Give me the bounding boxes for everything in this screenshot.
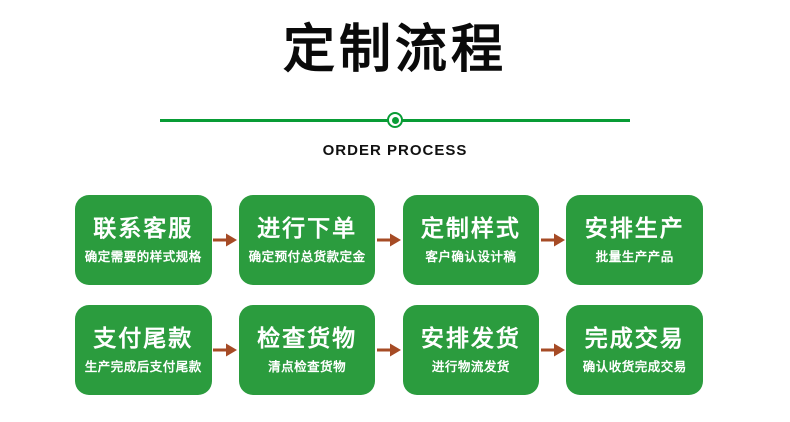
- arrow-right-icon: [375, 341, 402, 359]
- arrow-right-icon: [212, 341, 239, 359]
- step-card-arrange-production: 安排生产 批量生产产品: [566, 195, 703, 285]
- step-title: 检查货物: [257, 325, 358, 351]
- step-title: 定制样式: [420, 215, 521, 241]
- page-title: 定制流程: [282, 21, 507, 79]
- step-title: 完成交易: [584, 325, 685, 351]
- step-card-custom-style: 定制样式 客户确认设计稿: [402, 195, 540, 285]
- process-row-1: 联系客服 确定需要的样式规格 进行下单 确定预付总货款定金 定制样式 客户确认设…: [75, 195, 703, 285]
- step-subtitle: 确定需要的样式规格: [84, 250, 202, 264]
- page-subtitle: ORDER PROCESS: [322, 142, 468, 159]
- step-subtitle: 进行物流发货: [431, 360, 510, 374]
- step-subtitle: 客户确认设计稿: [425, 250, 517, 264]
- circle-dot-inner: [391, 116, 399, 124]
- circle-dot-icon: [387, 112, 403, 128]
- step-title: 安排发货: [420, 325, 521, 351]
- process-flow: 联系客服 确定需要的样式规格 进行下单 确定预付总货款定金 定制样式 客户确认设…: [75, 195, 703, 395]
- step-card-pay-balance: 支付尾款 生产完成后支付尾款: [75, 305, 212, 395]
- step-card-arrange-shipping: 安排发货 进行物流发货: [402, 305, 540, 395]
- title-divider: [160, 112, 630, 129]
- step-card-complete-transaction: 完成交易 确认收货完成交易: [566, 305, 703, 395]
- step-subtitle: 清点检查货物: [268, 360, 347, 374]
- step-subtitle: 生产完成后支付尾款: [84, 360, 202, 374]
- step-subtitle: 批量生产产品: [595, 250, 674, 264]
- step-title: 联系客服: [93, 215, 194, 241]
- arrow-right-icon: [375, 231, 402, 249]
- step-subtitle: 确定预付总货款定金: [248, 250, 366, 264]
- step-card-inspect-goods: 检查货物 清点检查货物: [238, 305, 376, 395]
- arrow-right-icon: [539, 341, 566, 359]
- step-title: 安排生产: [584, 215, 685, 241]
- step-title: 支付尾款: [93, 325, 194, 351]
- step-card-place-order: 进行下单 确定预付总货款定金: [238, 195, 376, 285]
- arrow-right-icon: [212, 231, 239, 249]
- step-subtitle: 确认收货完成交易: [582, 360, 687, 374]
- arrow-right-icon: [539, 231, 566, 249]
- process-row-2: 支付尾款 生产完成后支付尾款 检查货物 清点检查货物 安排发货 进行物流发货 完…: [75, 305, 703, 395]
- step-card-contact-service: 联系客服 确定需要的样式规格: [75, 195, 212, 285]
- step-title: 进行下单: [257, 215, 358, 241]
